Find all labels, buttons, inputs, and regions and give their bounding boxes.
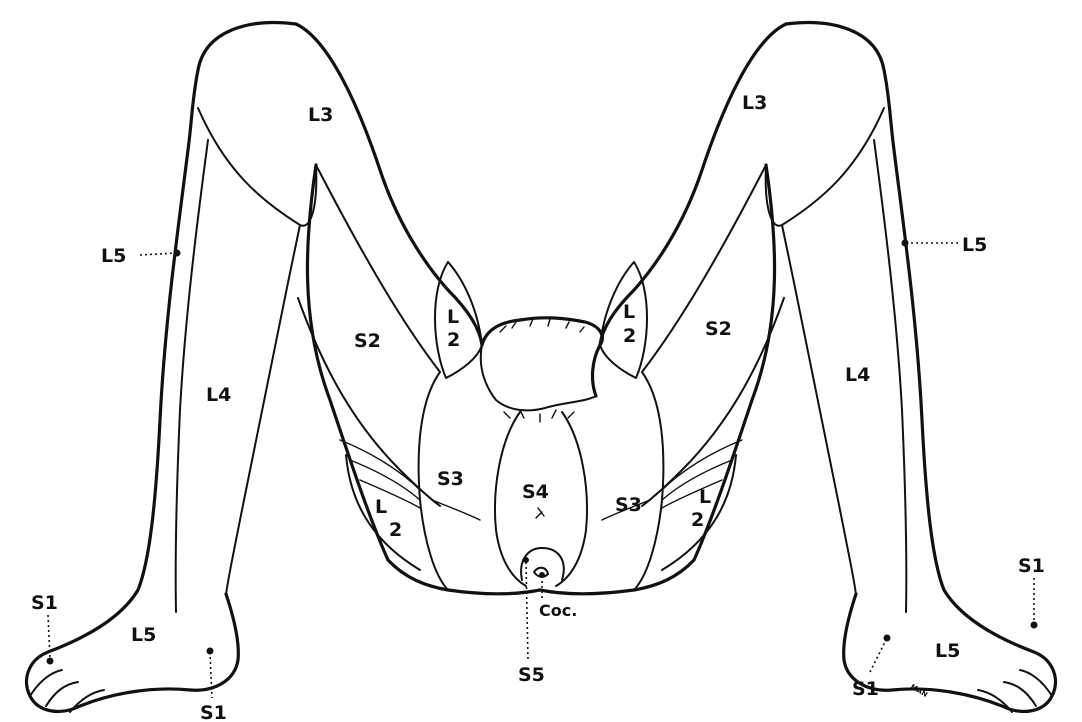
label-l2-lower-right-digit: 2 [691, 509, 704, 531]
label-l5-left-leader: L5 [101, 245, 126, 267]
genitalia-outline [482, 318, 602, 396]
artist-signature: MAN [909, 683, 929, 699]
perineum [340, 318, 742, 594]
label-s4: S4 [522, 481, 549, 503]
coc-dot [539, 572, 545, 578]
label-l2-lower-left-letter: L [375, 496, 387, 518]
label-l3-left: L3 [308, 104, 333, 126]
right-leg [600, 23, 1055, 712]
label-s5: S5 [518, 664, 545, 686]
s5-leader [526, 562, 528, 660]
label-l2-lower-left-digit: 2 [389, 519, 402, 541]
s1-left-ankle-dot [207, 648, 214, 655]
label-coc: Coc. [539, 601, 577, 620]
right-knee-l3-boundary [766, 108, 884, 226]
left-shin-line [226, 225, 300, 596]
label-s1-left-toe: S1 [31, 592, 58, 614]
label-l2-lower-right-letter: L [699, 486, 711, 508]
label-l2-upper-left-letter: L [447, 306, 459, 328]
leaders [47, 240, 1038, 699]
right-s2-boundary [642, 165, 766, 372]
label-l4-right: L4 [845, 364, 870, 386]
label-s1-right-ankle: S1 [852, 678, 879, 700]
label-l2-upper-right-digit: 2 [623, 325, 636, 347]
label-l5-right-foot: L5 [935, 640, 960, 662]
genitalia-lower [481, 345, 596, 410]
label-s2-right: S2 [705, 318, 732, 340]
s1-right-ankle-leader [870, 640, 886, 672]
label-s3-right: S3 [615, 494, 642, 516]
left-leg-outer-outline [27, 23, 296, 712]
label-l2-upper-right-letter: L [623, 301, 635, 323]
label-l3-right: L3 [742, 92, 767, 114]
left-buttock-outline [307, 165, 448, 590]
label-l5-right-leader: L5 [962, 234, 987, 256]
label-s2-left: S2 [354, 330, 381, 352]
label-l4-left: L4 [206, 384, 231, 406]
s1-right-ankle-dot [884, 635, 891, 642]
label-l2-upper-left-digit: 2 [447, 329, 460, 351]
s5-dot [523, 557, 529, 563]
label-s1-left-ankle: S1 [200, 702, 227, 722]
right-leg-outer-outline [786, 23, 1055, 712]
left-knee-l3-boundary [198, 108, 316, 226]
label-s3-left: S3 [437, 468, 464, 490]
right-buttock-outline [634, 165, 775, 590]
l5-left-leader [140, 253, 176, 255]
s1-left-toe-dot [47, 658, 54, 665]
label-s1-right-toe: S1 [1018, 555, 1045, 577]
s1-right-toe-dot [1031, 622, 1038, 629]
label-l5-left-foot: L5 [131, 624, 156, 646]
l5-left-dot [174, 250, 181, 257]
right-shin-line [782, 225, 856, 596]
s1-left-ankle-leader [210, 652, 212, 698]
left-leg [27, 23, 482, 712]
l5-right-dot [902, 240, 909, 247]
perineum-bottom-outline [448, 590, 634, 594]
